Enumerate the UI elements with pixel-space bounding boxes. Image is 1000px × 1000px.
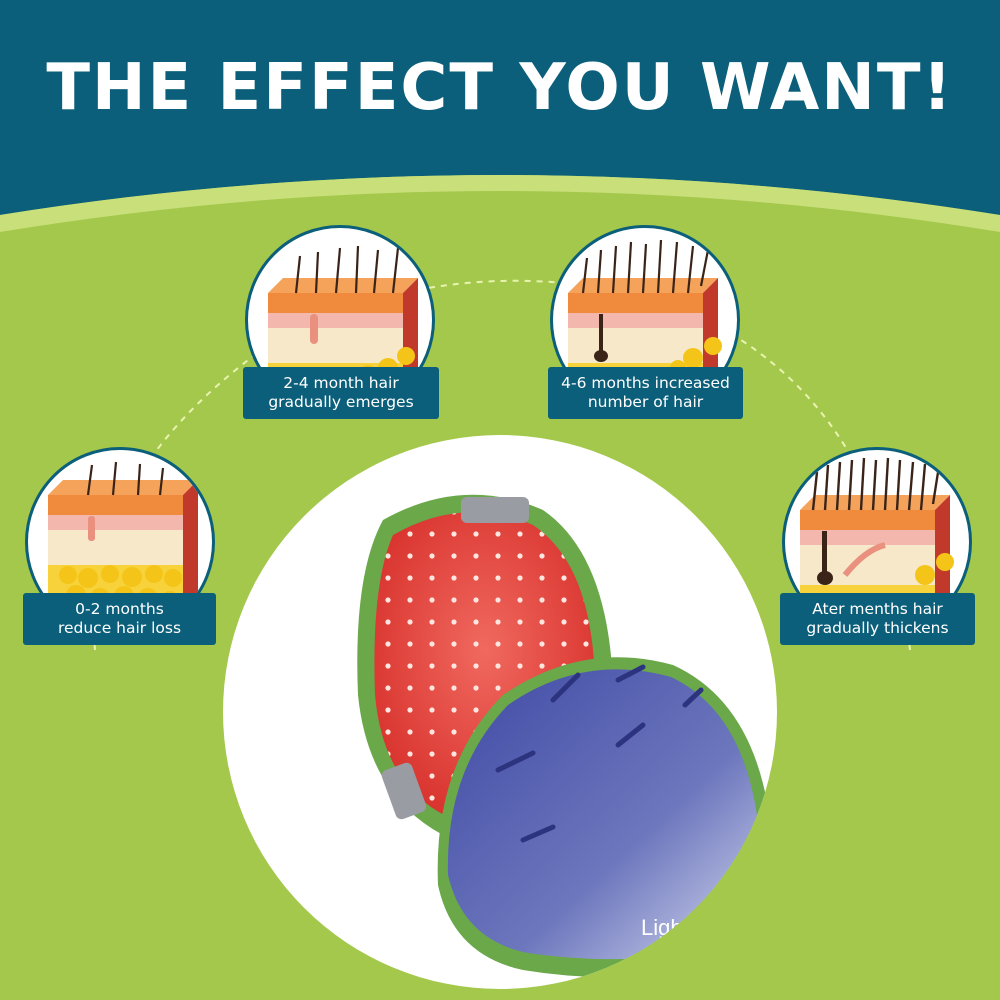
helmet-blue-shell [447,669,762,960]
stage-2-label: 2-4 month hair gradually emerges [243,367,439,419]
brand-tagline: LIGHT THERAPY [663,943,736,949]
stage-1-label-line1: 0-2 months [75,600,164,618]
stage-3-label-line2: number of hair [587,393,704,411]
helmet-sensor [461,497,529,523]
banner-wave [0,175,1000,232]
stage-1-skin-illustration [25,447,215,637]
helmet-side-sensor [381,762,427,820]
stage-2-label-line1: 2-4 month hair [283,374,399,392]
brand-logo: LightActim [641,915,744,940]
stage-1-label: 0-2 months reduce hair loss [23,593,216,645]
product-showcase-circle: LightActim LIGHT THERAPY [223,435,777,989]
stage-1-label-line2: reduce hair loss [57,619,182,637]
stage-4-label-line2: gradually thickens [806,619,949,637]
stage-4-label: Ater menths hair gradually thickens [780,593,975,645]
helmet-vents [495,664,704,843]
headline: THE EFFECT YOU WANT! [46,51,954,125]
top-banner [0,0,1000,215]
laser-helmet-image: LightActim LIGHT THERAPY [357,494,774,978]
stage-3-label-line1: 4-6 months increased [561,374,730,392]
stage-4-label-line1: Ater menths hair [812,600,943,618]
stage-2-label-line2: gradually emerges [268,393,414,411]
timeline-dashed-arc [93,279,911,651]
stage-3-label: 4-6 months increased number of hair [548,367,743,419]
